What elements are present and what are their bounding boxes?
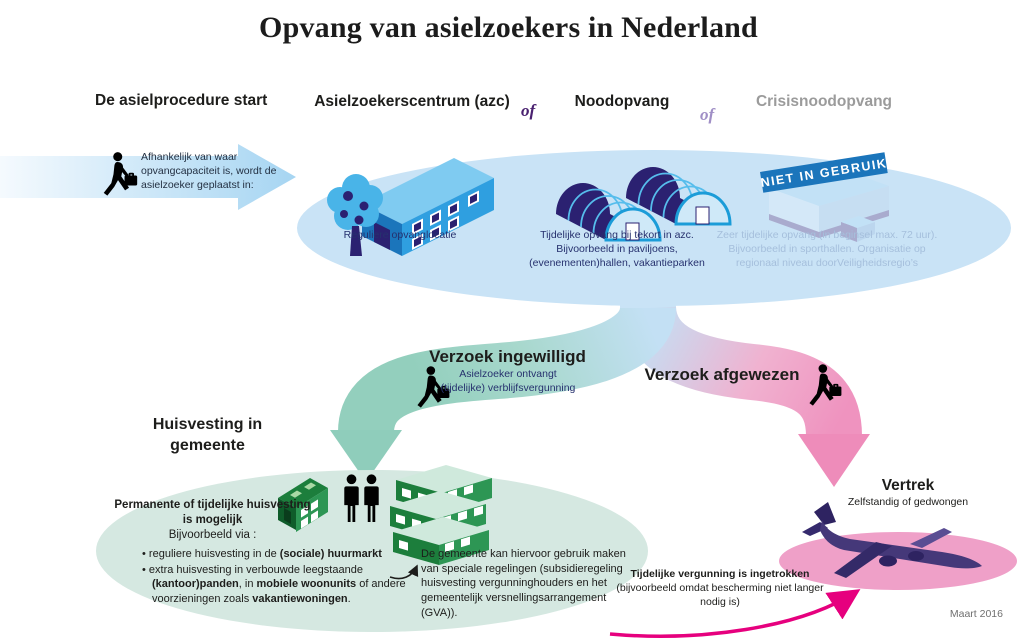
granted-subtitle-line: (tijdelijke) verblijfsvergunning [440, 381, 576, 394]
bullet-text: reguliere huisvesting in de [148, 548, 280, 560]
noodopvang-caption: Tijdelijke opvang bij tekort in azc. Bij… [529, 229, 705, 269]
bullet-text: . [347, 592, 351, 605]
crisisnoodopvang-caption: Zeer tijdelijke opvang (in beginsel max.… [716, 229, 938, 269]
list-item: extra huisvesting in verbouwde leegstaan… [142, 563, 424, 607]
granted-arrow [330, 304, 676, 482]
request-rejected-heading: Verzoek afgewezen [644, 365, 800, 384]
departure-subtitle: Zelfstandig of gedwongen [847, 496, 969, 508]
rejected-arrow [620, 304, 870, 487]
procedure-arrow [0, 144, 296, 210]
revoked-note-normal: (bijvoorbeeld omdat bescherming niet lan… [616, 581, 824, 608]
bullet-text-bold: mobiele woonunits [256, 578, 357, 591]
publication-date: Maart 2016 [949, 608, 1003, 620]
list-item: reguliere huisvesting in de (sociale) hu… [142, 547, 424, 562]
housing-intro-bold: Permanente of tijdelijke huisvesting is … [114, 499, 311, 526]
of-connector-1: of [521, 101, 536, 120]
bullet-text: extra huisvesting in verbouwde leegstaan… [148, 563, 363, 576]
granted-subtitle-line: Asielzoeker ontvangt [459, 368, 557, 380]
airplane-illustration [802, 502, 982, 578]
noodopvang-heading: Noodopvang [574, 93, 670, 110]
housing-options-list: reguliere huisvesting in de (sociale) hu… [142, 547, 424, 608]
bullet-text: , in [238, 578, 257, 591]
crisisnoodopvang-heading: Crisisnoodopvang [755, 93, 893, 110]
azc-caption: Reguliere opvanglocatie [343, 229, 457, 241]
revoked-permit-note: Tijdelijke vergunning is ingetrokken (bi… [616, 568, 824, 610]
departure-heading: Vertrek [881, 477, 935, 494]
bullet-text-bold: (kantoor)panden [152, 578, 239, 591]
bullet-text-bold: (sociale) huurmarkt [279, 548, 382, 560]
request-granted-heading: Verzoek ingewilligd [429, 347, 586, 366]
bullet-text: of andere voorzieningen zoals [152, 578, 406, 605]
of-connector-2: of [700, 105, 715, 124]
municipality-note: De gemeente kan hiervoor gebruik maken v… [421, 548, 626, 619]
azc-building-illustration [327, 158, 494, 256]
emergency-tents-illustration [556, 167, 732, 242]
revoked-note-bold: Tijdelijke vergunning is ingetrokken [630, 568, 810, 580]
bullet-text-bold: vakantiewoningen [252, 592, 348, 605]
revoked-permit-arrow [609, 589, 861, 638]
page-title: Opvang van asielzoekers in Nederland [259, 11, 758, 44]
request-granted-subtitle: Asielzoeker ontvangt (tijdelijke) verbli… [423, 368, 593, 396]
house-illustration [278, 478, 328, 532]
azc-heading: Asielzoekerscentrum (azc) [314, 93, 510, 110]
tree-icon [327, 174, 383, 256]
housing-intro: Permanente of tijdelijke huisvesting is … [110, 498, 315, 543]
procedure-note: Afhankelijk van waar opvangcapaciteit is… [141, 151, 277, 191]
housing-heading: Huisvesting in gemeente [152, 416, 263, 455]
housing-intro-normal: Bijvoorbeeld via : [168, 528, 257, 541]
procedure-start-heading: De asielprocedure start [95, 92, 268, 109]
